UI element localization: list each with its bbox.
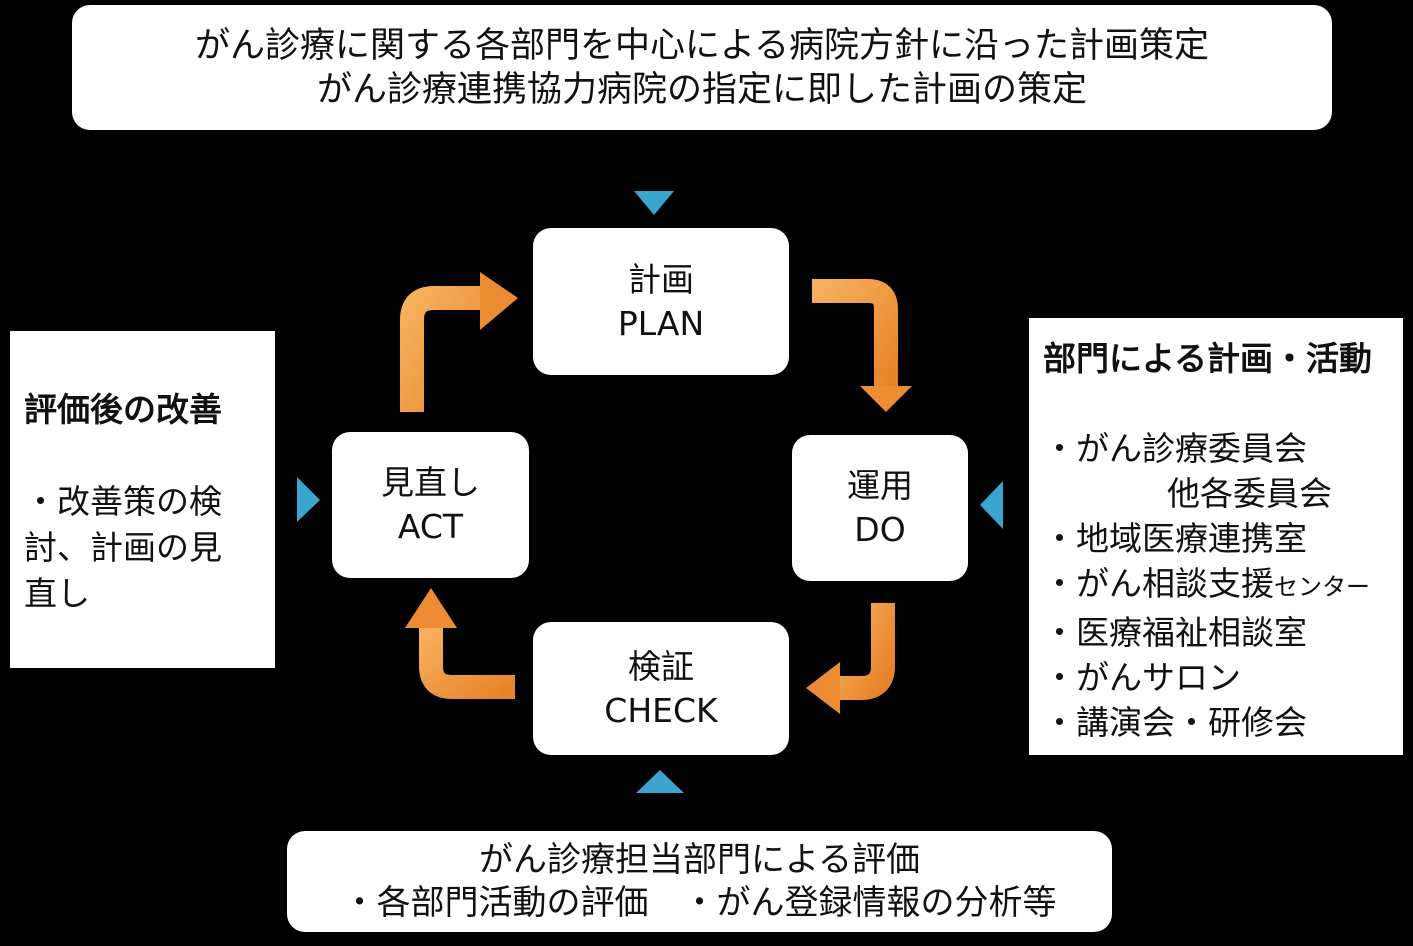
check-stage-label-ja: 検証 [628,646,694,686]
activity-item-consultation-center: ・がん相談支援センター [1043,561,1403,610]
activity-item-other-committees: 他各委員会 [1167,474,1332,513]
planning-policy-note: がん診療に関する各部門を中心による病院方針に沿った計画策定 がん診療連携協力病院… [72,5,1332,130]
evaluation-note: がん診療担当部門による評価 ・各部門活動の評価 ・がん登録情報の分析等 [287,831,1112,932]
planning-policy-line-1: がん診療に関する各部門を中心による病院方針に沿った計画策定 [195,25,1209,66]
act-to-plan-arrowhead [480,272,518,330]
do-stage-label-en: DO [854,510,906,549]
evaluation-note-line-2: ・各部門活動の評価 ・がん登録情報の分析等 [342,882,1057,923]
improvement-panel: 評価後の改善 ・改善策の検 討、計画の見 直し [10,331,275,668]
activity-item-consultation-main: ・がん相談支援 [1043,564,1274,603]
activity-item-welfare-office: ・医療福祉相談室 [1043,613,1307,652]
plan-stage-label-ja: 計画 [628,259,694,299]
do-to-check-arrowhead [806,662,840,714]
do-to-check-arrow [840,603,895,700]
improvement-panel-line-3: 直し [24,574,90,613]
evaluation-note-line-1: がん診療担当部門による評価 [479,839,920,880]
act-to-plan-arrow [400,286,485,412]
plan-stage-label-en: PLAN [617,303,705,343]
improvement-panel-line-2: 討、計画の見 [24,528,222,567]
improvement-panel-line-1: ・改善策の検 [24,482,222,521]
plan-stage-box: 計画 PLAN [533,228,789,375]
check-stage-label-en: CHECK [604,690,718,730]
left-pointer-triangle [297,477,320,522]
activity-item-regional-liaison: ・地域医療連携室 [1043,519,1307,558]
planning-policy-line-2: がん診療連携協力病院の指定に即した計画の策定 [316,69,1087,110]
act-stage-label-ja: 見直し [381,463,480,502]
act-stage-label-en: ACT [397,507,464,546]
top-pointer-triangle [634,191,674,215]
do-stage-label-ja: 運用 [847,466,913,505]
activity-item-lectures: ・講演会・研修会 [1043,703,1307,742]
do-stage-box: 運用 DO [792,435,968,581]
check-stage-box: 検証 CHECK [533,622,789,755]
department-activities-heading: 部門による計画・活動 [1043,339,1373,378]
plan-to-do-arrowhead [860,386,912,412]
activity-item-salon: ・がんサロン [1043,658,1241,697]
check-to-act-arrowhead [405,588,457,628]
right-pointer-triangle [980,481,1003,529]
activity-item-cancer-committee: ・がん診療委員会 [1043,429,1307,468]
bottom-pointer-triangle [636,770,684,793]
plan-to-do-arrow [812,279,898,390]
department-activities-panel: 部門による計画・活動 ・がん診療委員会 他各委員会 ・地域医療連携室 ・がん相談… [1029,318,1403,755]
activity-item-consultation-suffix: センター [1274,573,1370,601]
improvement-panel-heading: 評価後の改善 [24,390,222,429]
check-to-act-arrow [419,625,515,699]
act-stage-box: 見直し ACT [332,432,529,578]
